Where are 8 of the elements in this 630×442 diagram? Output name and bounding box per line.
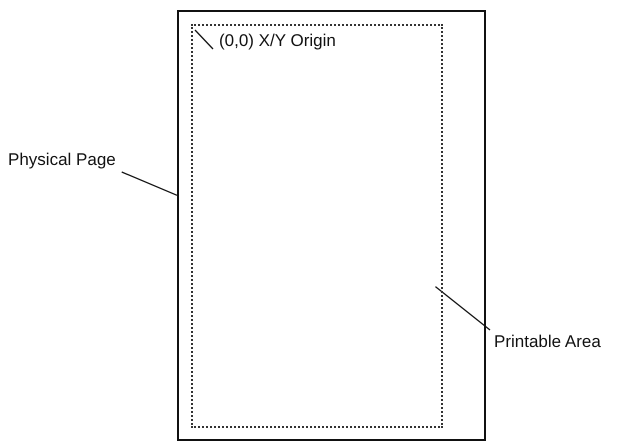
callout-label: Physical Page (8, 150, 116, 170)
callout-label: (0,0) X/Y Origin (219, 31, 336, 51)
leader-line (435, 286, 490, 330)
leader-line (121, 171, 178, 196)
printable-area-outline (191, 24, 443, 428)
page-outline (177, 10, 486, 441)
leader-line (194, 30, 214, 50)
callout-label: Printable Area (494, 332, 601, 352)
